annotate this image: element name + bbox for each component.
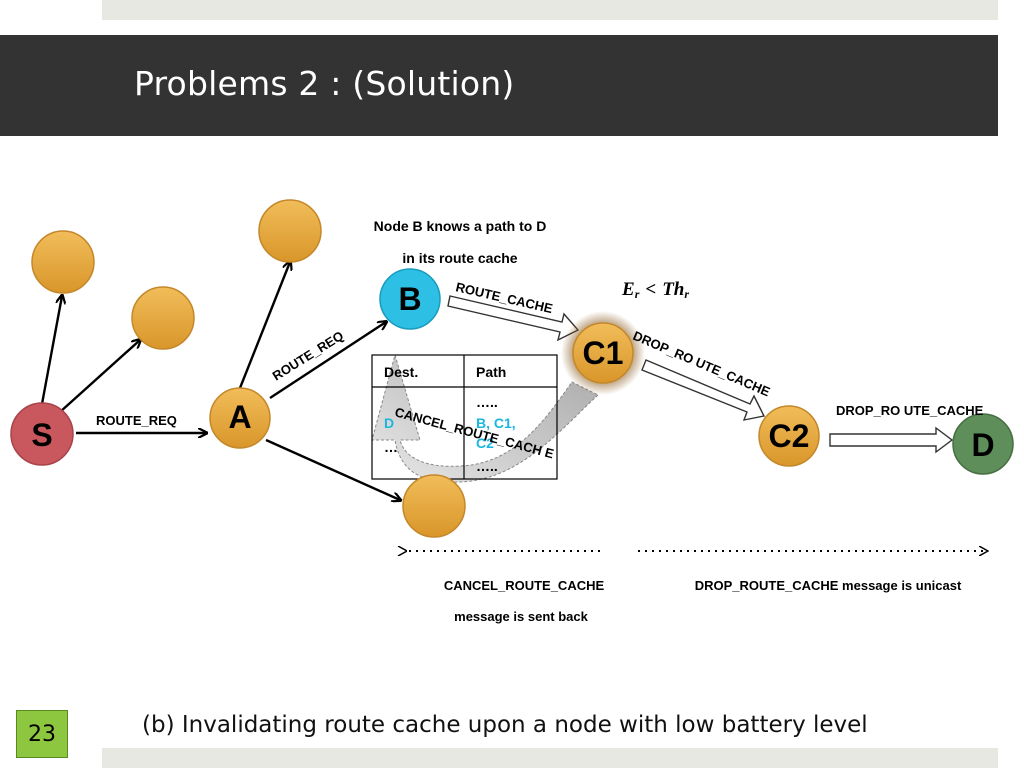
condition-e: E — [621, 279, 635, 300]
node-c1: C1 — [561, 311, 645, 395]
top-decor-bar — [102, 0, 998, 20]
drop-route-cache-label: DROP_RO UTE_CACHE — [836, 403, 984, 418]
table-cell: ….. — [476, 458, 498, 474]
node-d: D — [952, 413, 1014, 475]
node-unlabeled — [402, 474, 466, 538]
route-cache-table: Dest. Path ….. D B, C1, C2 … ….. — [371, 354, 558, 480]
edge-arrow — [40, 296, 62, 405]
route-req-label: ROUTE_REQ — [96, 413, 177, 428]
table-cell: … — [384, 439, 398, 455]
note-line-2: in its route cache — [402, 250, 517, 266]
edge-arrow — [238, 262, 290, 389]
node-b-label: B — [398, 281, 421, 317]
condition-th: Th — [662, 279, 684, 300]
condition-r-sub: r — [684, 287, 689, 301]
battery-condition: Er<Thr — [621, 279, 689, 301]
table-cell-path: B, C1, — [476, 415, 516, 431]
table-cell: ….. — [476, 394, 498, 410]
node-c2-label: C2 — [769, 418, 810, 454]
condition-lt: < — [645, 279, 656, 300]
node-s: S — [10, 402, 74, 466]
edge-arrow — [59, 340, 140, 413]
table-cell-path: C2 — [476, 435, 494, 451]
slide-title: Problems 2 : (Solution) — [134, 64, 515, 103]
cancel-msg-line-2: message is sent back — [454, 609, 588, 624]
route-req-edges — [40, 262, 400, 500]
node-a: A — [209, 387, 271, 449]
node-b: B — [379, 268, 441, 330]
edge-arrow — [265, 438, 400, 500]
node-s-label: S — [31, 417, 52, 453]
edge-arrow — [269, 322, 386, 400]
block-arrow-drop-2 — [829, 426, 954, 454]
node-unlabeled — [131, 286, 195, 350]
drop-msg: DROP_ROUTE_CACHE message is unicast — [695, 578, 962, 593]
table-header-path: Path — [476, 364, 506, 380]
table-header-dest: Dest. — [384, 364, 418, 380]
bottom-decor-bar — [102, 748, 998, 768]
node-unlabeled — [31, 230, 95, 294]
slide-caption: (b) Invalidating route cache upon a node… — [142, 712, 868, 738]
table-cell-dest-d: D — [384, 415, 394, 431]
condition-r-sub: r — [635, 287, 640, 301]
node-d-label: D — [971, 427, 994, 463]
cancel-curve-arrow — [371, 353, 599, 483]
node-a-label: A — [228, 399, 251, 435]
note-line-1: Node B knows a path to D — [374, 218, 547, 234]
route-diagram: Dest. Path ….. D B, C1, C2 … ….. — [10, 199, 1014, 624]
node-unlabeled — [258, 199, 322, 263]
svg-text:Er<Thr: Er<Thr — [621, 279, 689, 301]
title-band — [0, 35, 998, 136]
node-c2: C2 — [758, 405, 820, 467]
cancel-msg-line-1: CANCEL_ROUTE_CACHE — [444, 578, 605, 593]
node-c1-label: C1 — [583, 335, 624, 371]
block-arrow-drop-1 — [641, 359, 766, 421]
page-number-badge: 23 — [16, 710, 68, 758]
